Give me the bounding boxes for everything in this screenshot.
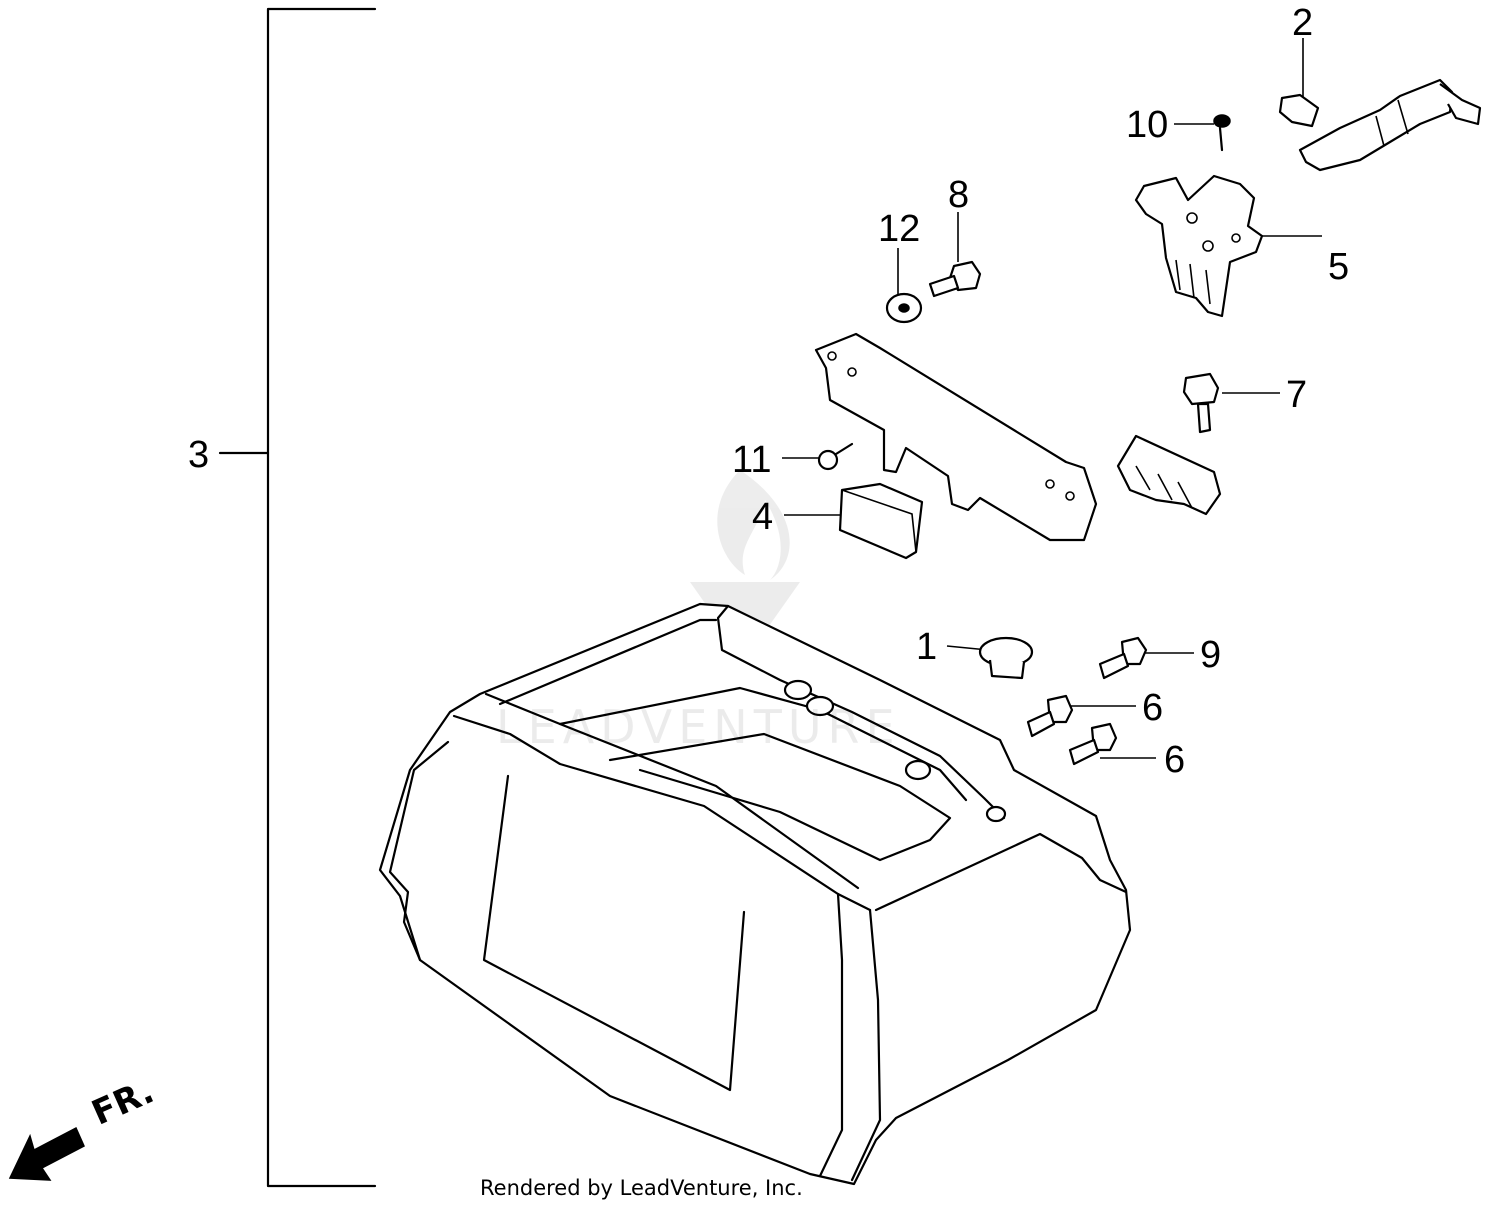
part-lens (838, 482, 924, 560)
callout-9: 9 (1200, 634, 1222, 676)
part-bracket-bar (814, 332, 1098, 542)
part-bolt-6a (1026, 694, 1074, 738)
callout-5: 5 (1328, 246, 1350, 288)
leader-lines (782, 38, 1322, 759)
part-bolt-9 (1098, 636, 1148, 680)
render-credit: Rendered by LeadVenture, Inc. (480, 1176, 803, 1200)
watermark-text: LEADVENTURE (496, 700, 901, 754)
callout-7: 7 (1286, 374, 1308, 416)
part-grommet (978, 636, 1034, 680)
part-screw-10 (1213, 114, 1231, 152)
front-direction-arrow (8, 1126, 85, 1181)
part-bolt-7 (1182, 372, 1220, 434)
callout-6a: 6 (1142, 687, 1164, 729)
part-washer (885, 292, 923, 324)
part-screw-11 (817, 442, 854, 471)
part-bolt-6b (1068, 722, 1118, 766)
part-cover-body (378, 602, 1132, 1186)
part-bolt-8 (928, 260, 982, 298)
callout-8: 8 (948, 174, 970, 216)
part-latch (1134, 174, 1264, 318)
callout-4: 4 (752, 496, 774, 538)
callout-2: 2 (1292, 2, 1314, 44)
part-stay (1116, 434, 1222, 516)
part-lock-cylinder (1278, 78, 1482, 172)
callout-6b: 6 (1164, 739, 1186, 781)
callout-11: 11 (732, 439, 772, 481)
assembly-bracket (218, 7, 377, 1188)
callout-1: 1 (916, 626, 938, 668)
callout-12: 12 (878, 208, 921, 250)
callout-10: 10 (1126, 104, 1169, 146)
callout-3: 3 (188, 434, 210, 476)
